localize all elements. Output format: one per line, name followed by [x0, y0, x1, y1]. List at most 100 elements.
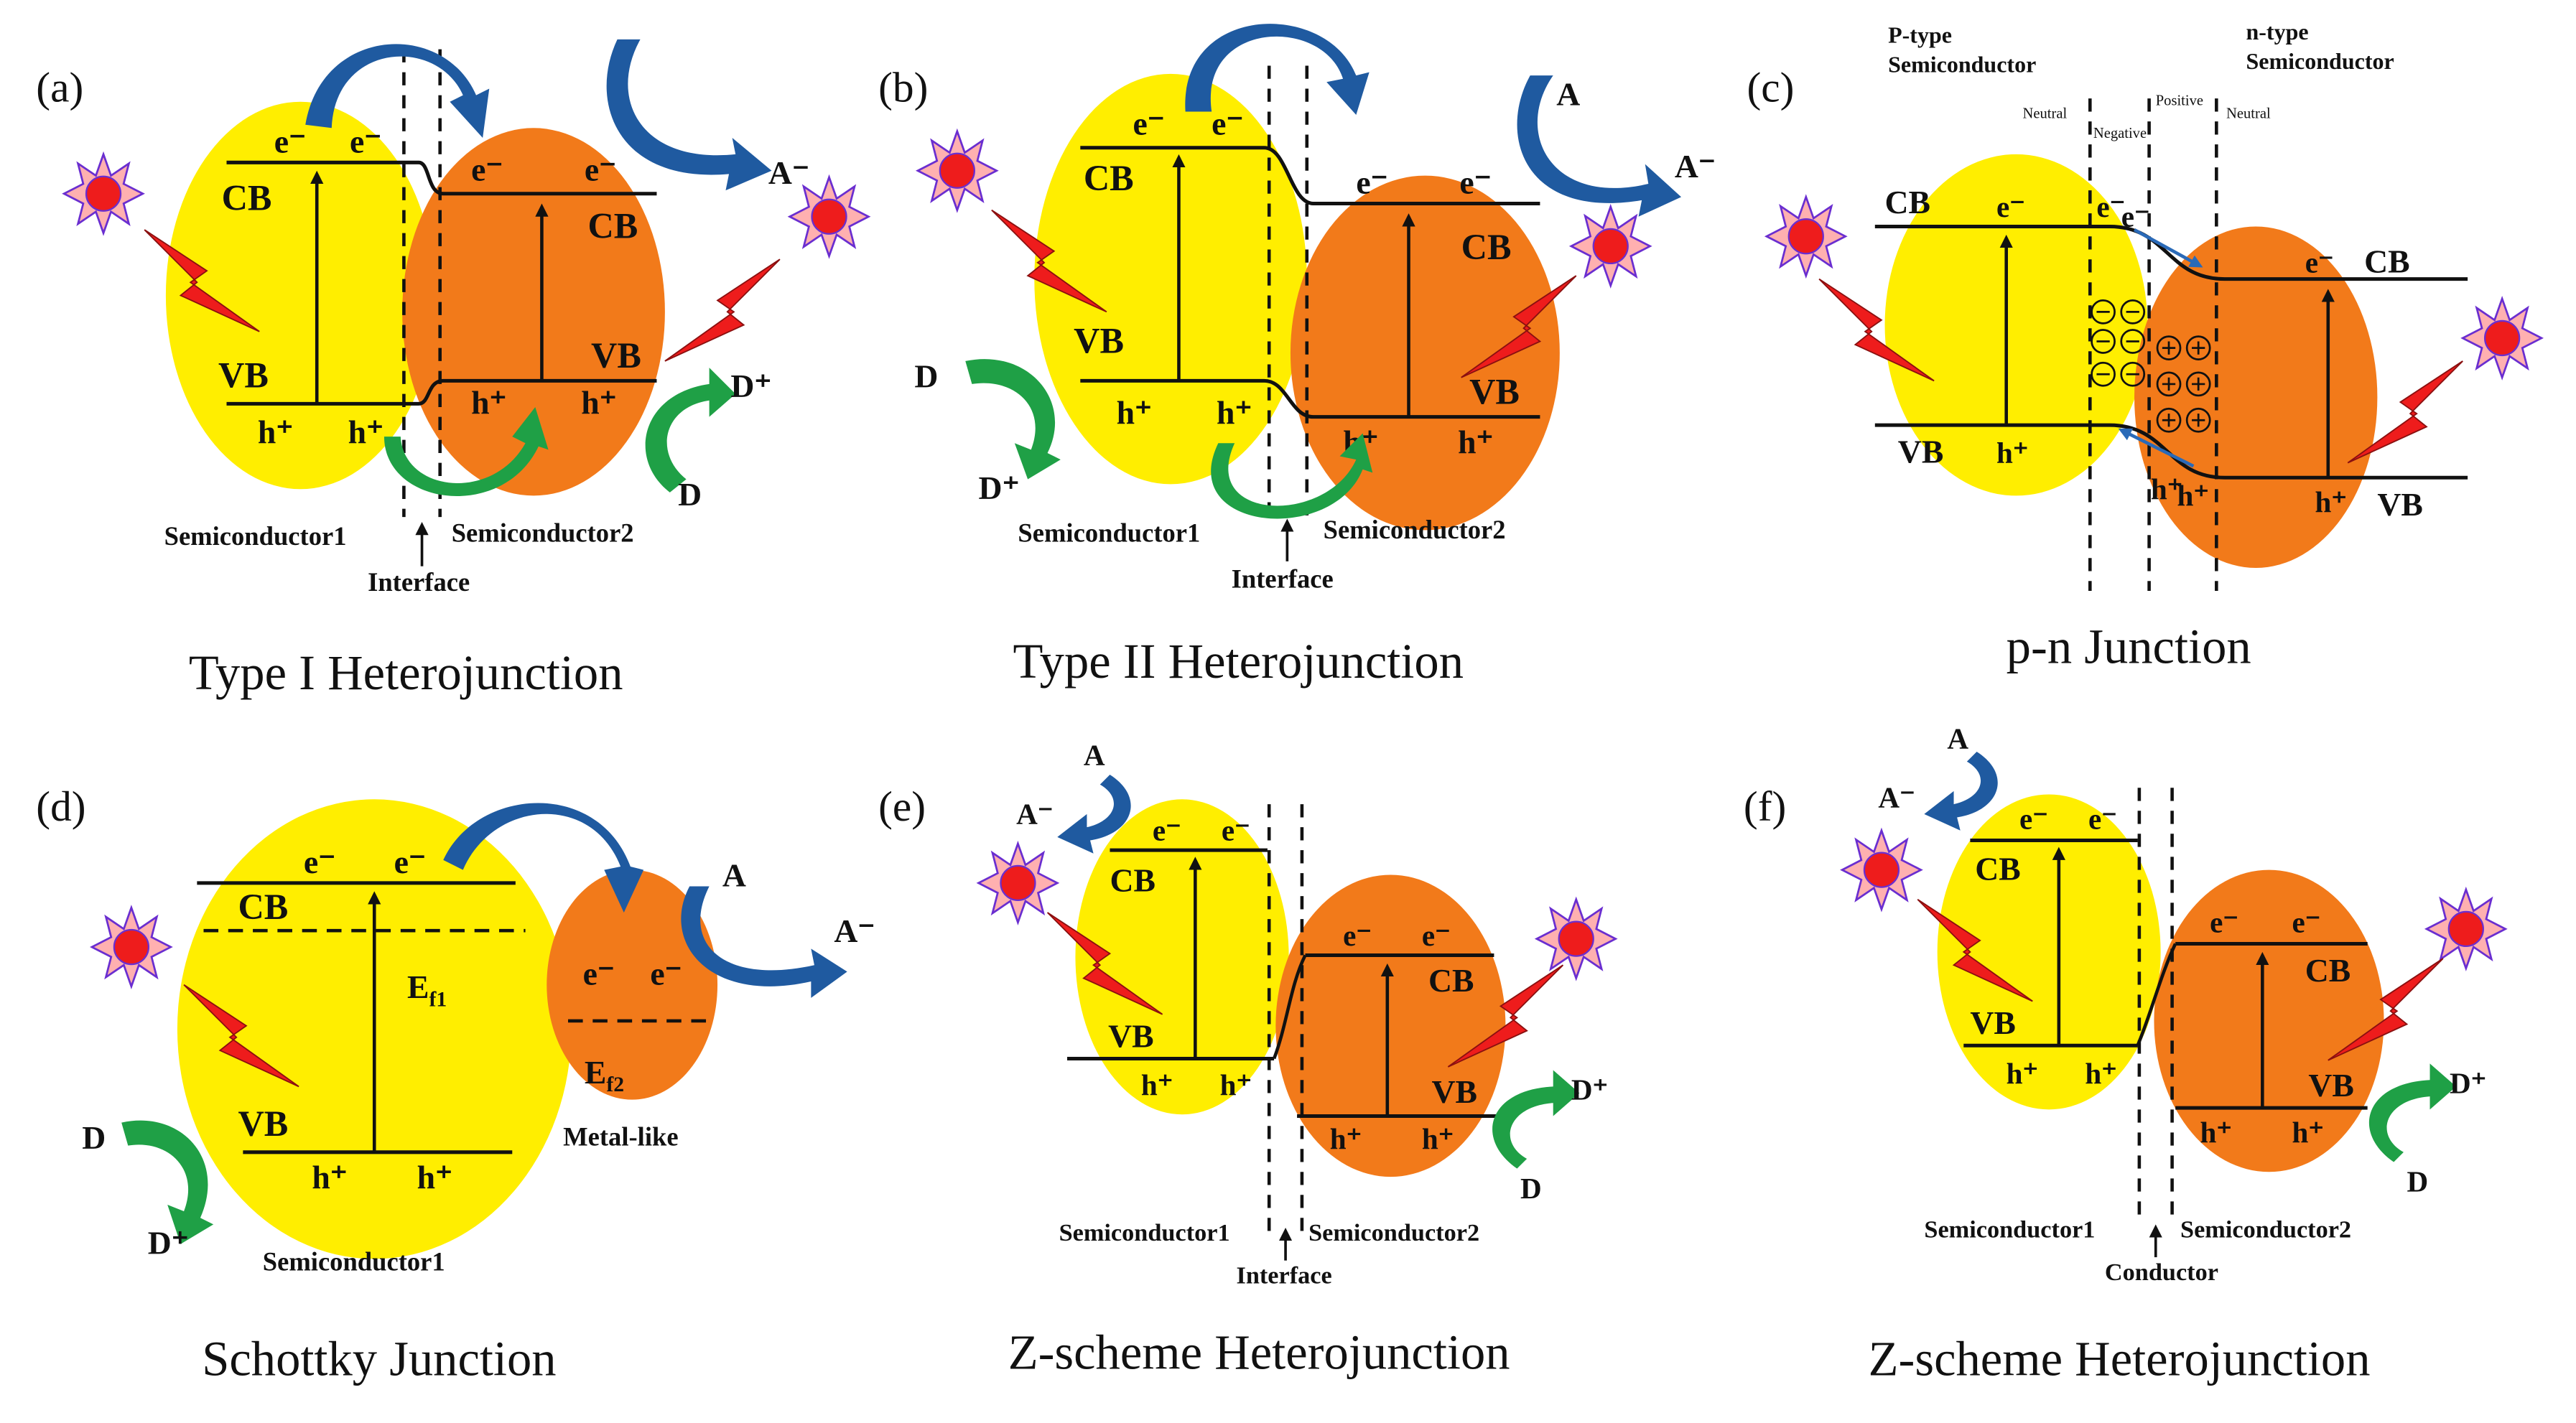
hole-label: h⁺ — [258, 414, 294, 450]
electron-transfer-arrow — [305, 44, 490, 139]
electron-label: e⁻ — [1222, 813, 1250, 846]
panel-f: (f) e⁻ e⁻ e⁻ e⁻ CB CB VB VB h⁺ h⁺ h⁺ h⁺ … — [1744, 722, 2507, 1386]
hole-label: h⁺ — [2315, 485, 2347, 518]
hole-label: h⁺ — [2151, 472, 2183, 505]
panel-e: (e) e⁻ e⁻ e⁻ e⁻ CB CB VB VB h⁺ h⁺ h⁺ h⁺ … — [878, 738, 1617, 1380]
sun-icon — [977, 842, 1059, 924]
cb-label: CB — [2364, 243, 2410, 279]
cb-label: CB — [238, 887, 288, 927]
semiconductor2-label: Semiconductor2 — [1324, 515, 1506, 544]
semiconductor1-label: Semiconductor1 — [263, 1246, 445, 1276]
acceptor-label: A — [1947, 722, 1968, 755]
hole-label: h⁺ — [2007, 1057, 2039, 1090]
conduction-band-line — [1080, 146, 1540, 205]
panel-d-caption: Schottky Junction — [202, 1332, 556, 1386]
panel-c-caption: p-n Junction — [2007, 620, 2251, 674]
donor-ion-label: D⁺ — [979, 470, 1020, 506]
electron-transfer-arrow — [443, 803, 644, 913]
sun-icon — [1765, 195, 1847, 277]
hole-label: h⁺ — [1422, 1122, 1454, 1155]
electron-label: e⁻ — [2019, 802, 2048, 835]
electron-label: e⁻ — [2121, 200, 2150, 233]
panel-e-caption: Z-scheme Heterojunction — [1008, 1325, 1510, 1380]
electron-label: e⁻ — [304, 844, 335, 880]
donor-arrow — [121, 1120, 214, 1244]
sun-icon — [2425, 888, 2507, 970]
vb-label: VB — [1074, 321, 1124, 361]
donor-arrow — [645, 368, 736, 493]
acceptor-arrow — [1517, 75, 1682, 217]
metal-like-label: Metal-like — [563, 1122, 678, 1152]
hole-label: h⁺ — [1141, 1068, 1173, 1101]
electron-label: e⁻ — [1996, 190, 2025, 223]
hole-label: h⁺ — [1330, 1122, 1362, 1155]
interface-label: Interface — [1236, 1262, 1331, 1289]
p-type-ellipse — [1884, 154, 2148, 496]
electron-label: e⁻ — [2305, 246, 2334, 279]
electron-label: e⁻ — [350, 123, 381, 160]
electron-label: e⁻ — [471, 151, 503, 187]
semiconductor1-ellipse — [1034, 73, 1307, 485]
hole-label: h⁺ — [1220, 1068, 1252, 1101]
panel-b-tag: (b) — [878, 64, 928, 111]
acceptor-label: A — [1084, 738, 1105, 771]
electron-label: e⁻ — [1459, 164, 1491, 201]
semiconductor1-label: Semiconductor1 — [1059, 1219, 1230, 1246]
electron-label: e⁻ — [1422, 919, 1451, 952]
semiconductor1-label: Semiconductor1 — [164, 521, 347, 551]
valence-band-line — [226, 378, 657, 406]
hole-label: h⁺ — [417, 1159, 453, 1195]
donor-ion-label: D⁺ — [2450, 1067, 2486, 1100]
vb-label: VB — [1432, 1073, 1478, 1110]
vb-label: VB — [1108, 1017, 1154, 1054]
donor-arrow — [1492, 1070, 1580, 1169]
semiconductor1-ellipse — [1075, 799, 1289, 1115]
donor-ion-label: D⁺ — [148, 1225, 189, 1261]
cb-label: CB — [1428, 962, 1474, 999]
panel-e-tag: (e) — [878, 783, 926, 830]
hole-label: h⁺ — [2177, 479, 2209, 512]
fermi-label-1: Ef1 — [407, 969, 447, 1011]
semiconductor2-label: Semiconductor2 — [2180, 1216, 2351, 1244]
donor-label: D — [914, 358, 938, 395]
donor-label: D — [678, 476, 702, 513]
hole-drift-arrow — [2118, 428, 2195, 468]
neutral-label: Neutral — [2226, 106, 2271, 122]
sun-icon — [2461, 297, 2543, 379]
vb-label: VB — [2377, 486, 2423, 523]
negative-label: Negative — [2093, 126, 2147, 141]
sun-icon — [90, 906, 172, 988]
cb-label: CB — [1885, 184, 1931, 220]
cb-label: CB — [222, 178, 272, 218]
hole-transfer-arrow — [383, 406, 549, 497]
hole-label: h⁺ — [2200, 1116, 2232, 1149]
acceptor-arrow — [681, 886, 847, 998]
positive-label: Positive — [2156, 93, 2203, 108]
n-type-ellipse — [2134, 226, 2378, 568]
interface-label: Interface — [1232, 564, 1334, 593]
semiconductor2-label: Semiconductor2 — [1308, 1219, 1479, 1246]
vb-label: VB — [1898, 434, 1944, 470]
electron-label: e⁻ — [2096, 190, 2125, 223]
hole-label: h⁺ — [2292, 1116, 2324, 1149]
hole-label: h⁺ — [1996, 437, 2029, 470]
electron-label: e⁻ — [2210, 905, 2238, 938]
acceptor-ion-label: A⁻ — [834, 913, 875, 949]
vb-label: VB — [591, 335, 641, 375]
cb-label: CB — [587, 205, 638, 246]
acceptor-arrow — [1057, 775, 1131, 854]
donor-ion-label: D⁺ — [1571, 1073, 1608, 1106]
hole-label: h⁺ — [581, 384, 617, 421]
conduction-band-line — [226, 160, 657, 196]
donor-arrow — [965, 359, 1061, 480]
panel-a-tag: (a) — [36, 64, 83, 111]
fermi-label-2: Ef2 — [585, 1054, 624, 1096]
panel-d-tag: (d) — [36, 783, 85, 830]
electron-label: e⁻ — [585, 151, 616, 187]
electron-drift-arrow — [2133, 228, 2203, 268]
electron-label: e⁻ — [1356, 164, 1387, 201]
panel-d: (d) e⁻ e⁻ e⁻ e⁻ CB VB Ef1 Ef2 h⁺ h⁺ Meta… — [36, 783, 875, 1386]
hole-label: h⁺ — [2085, 1057, 2117, 1090]
acceptor-ion-label: A⁻ — [1016, 798, 1053, 831]
semiconductor1-ellipse — [1937, 794, 2161, 1110]
